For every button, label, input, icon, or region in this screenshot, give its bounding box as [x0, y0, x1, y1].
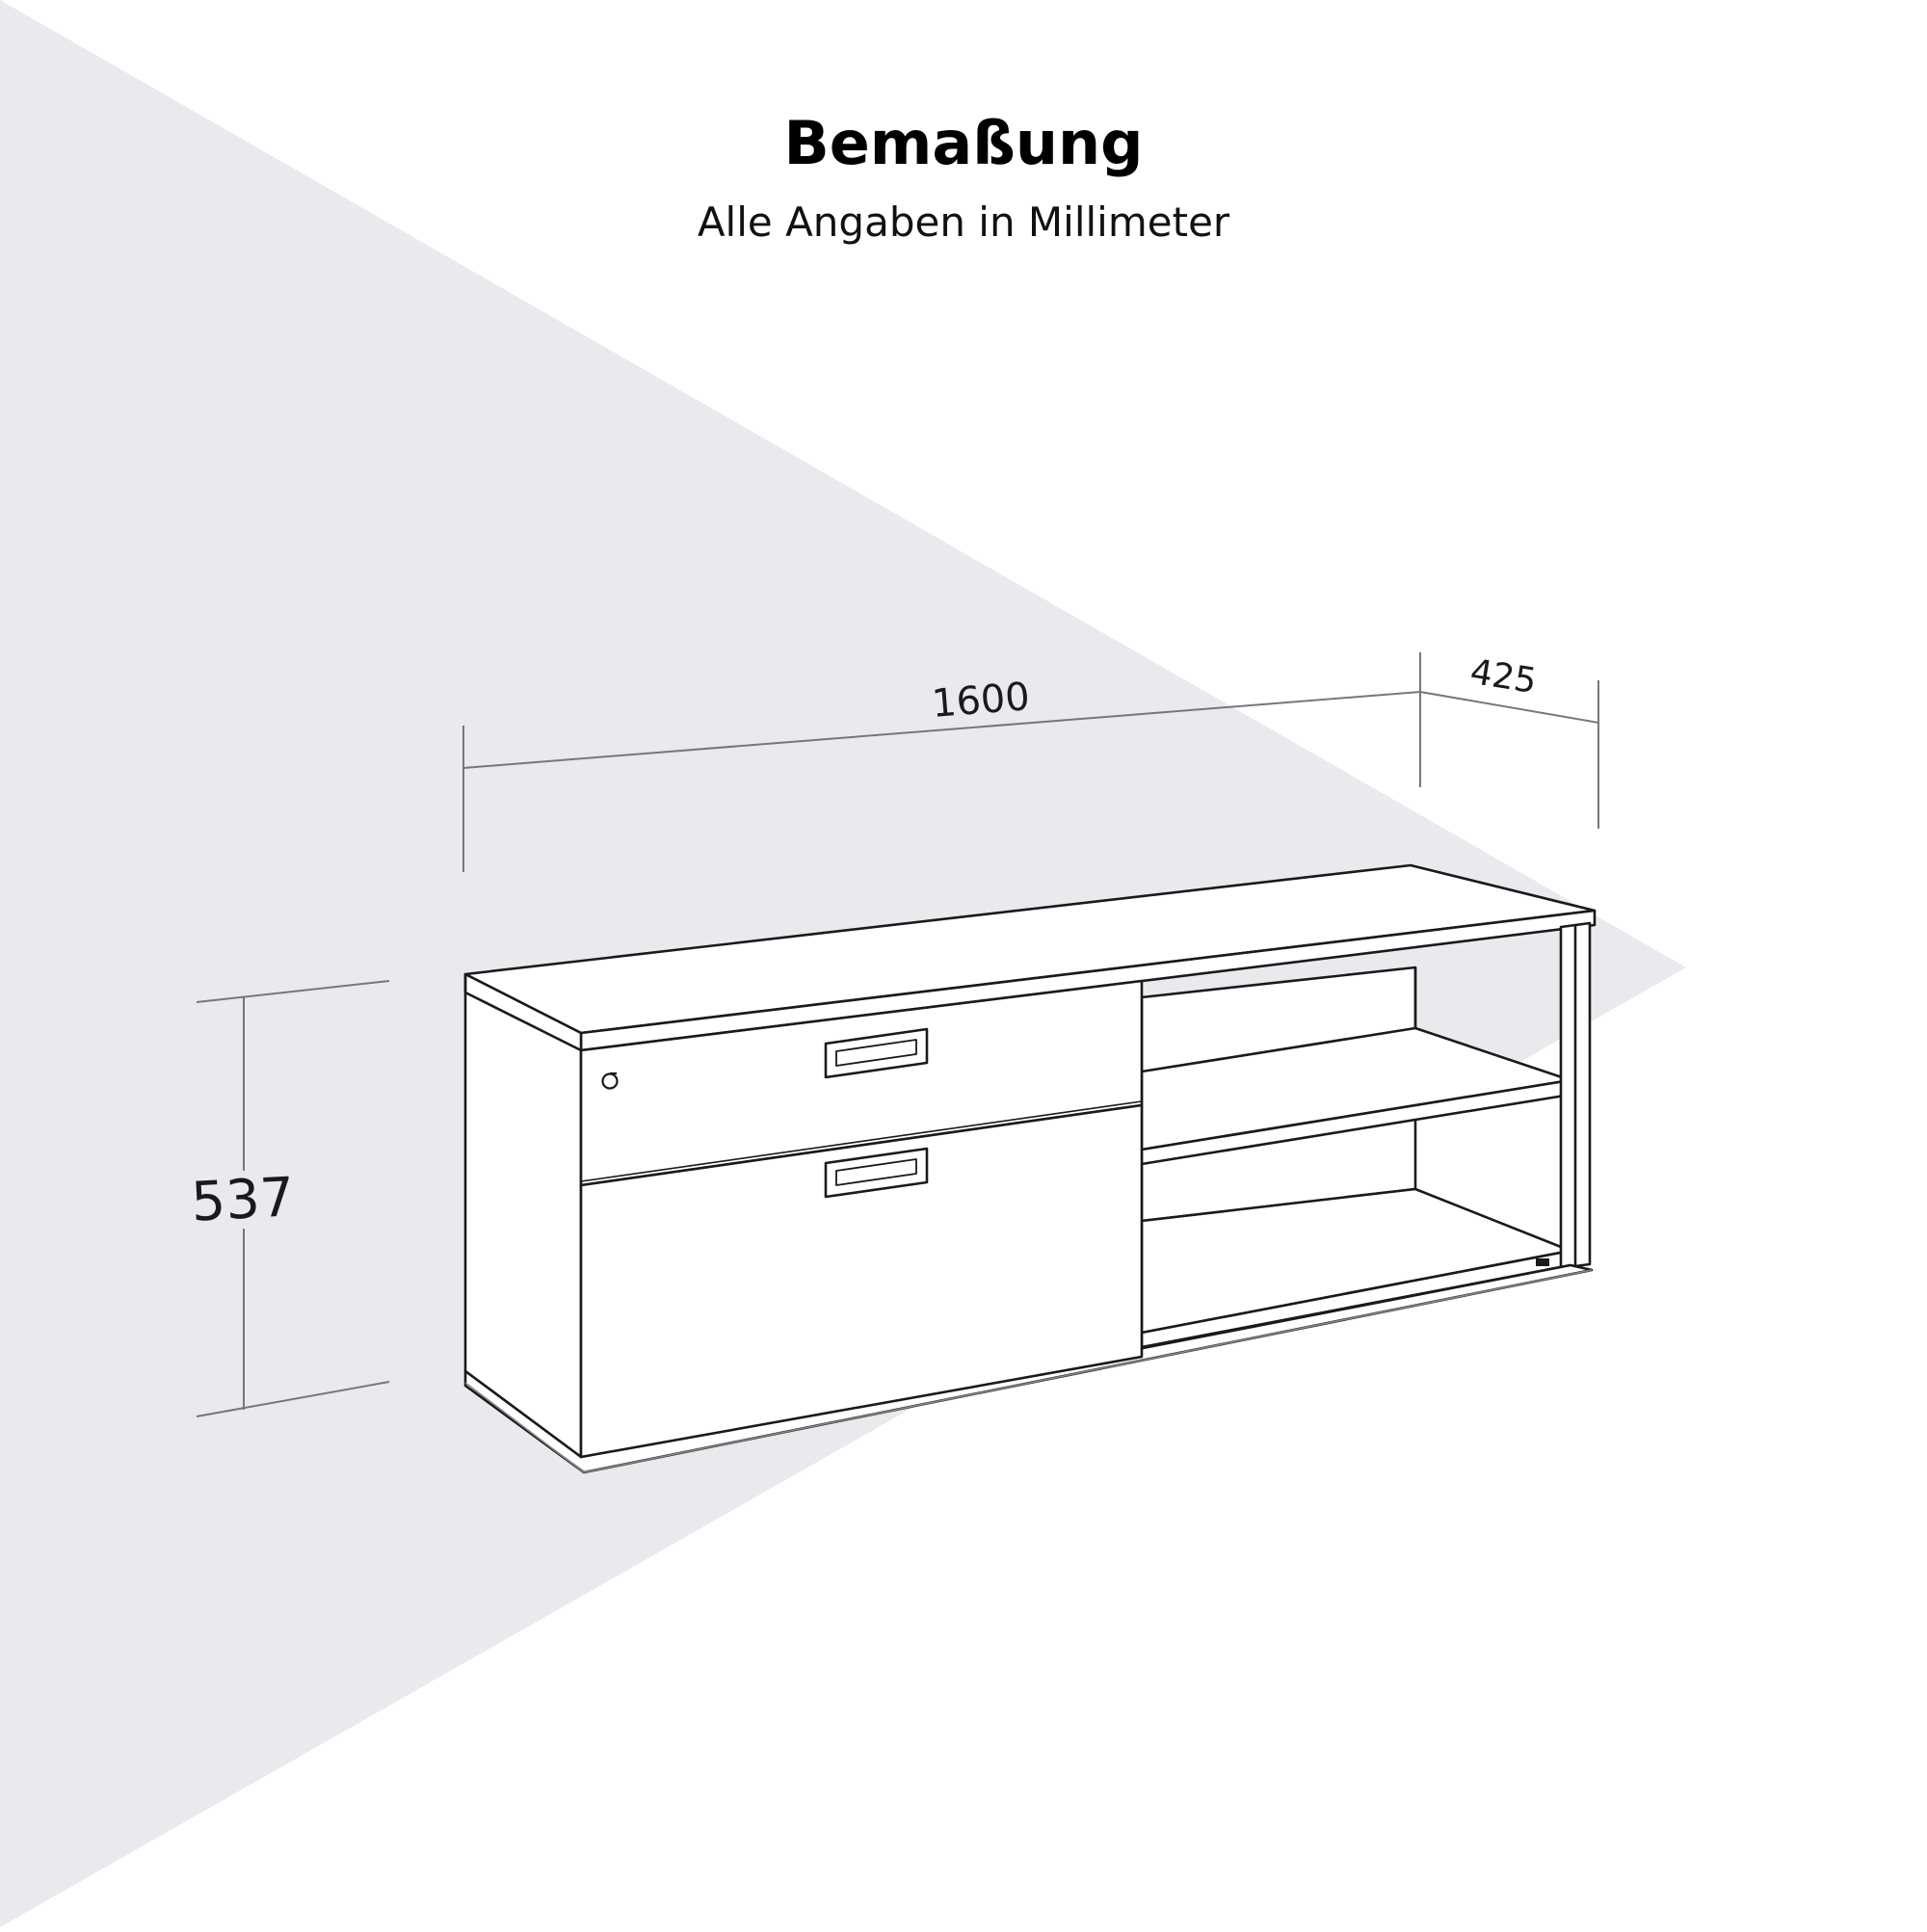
width-label: 1600: [930, 675, 1031, 727]
height-label-backdrop: [193, 1171, 299, 1229]
lock-icon: [601, 1072, 619, 1090]
width-dimension: [462, 652, 1421, 872]
height-label: 537: [190, 1166, 296, 1234]
page-title: Bemaßung: [783, 108, 1144, 178]
depth-label: 425: [1467, 652, 1539, 701]
upper-drawer-handle: [824, 1027, 929, 1079]
depth-dimension: [1419, 680, 1599, 829]
sideboard: [463, 863, 1597, 1474]
lower-drawer: [579, 1103, 1144, 1459]
page-subtitle: Alle Angaben in Millimeter: [697, 198, 1230, 246]
lower-drawer-handle: [824, 1147, 929, 1199]
